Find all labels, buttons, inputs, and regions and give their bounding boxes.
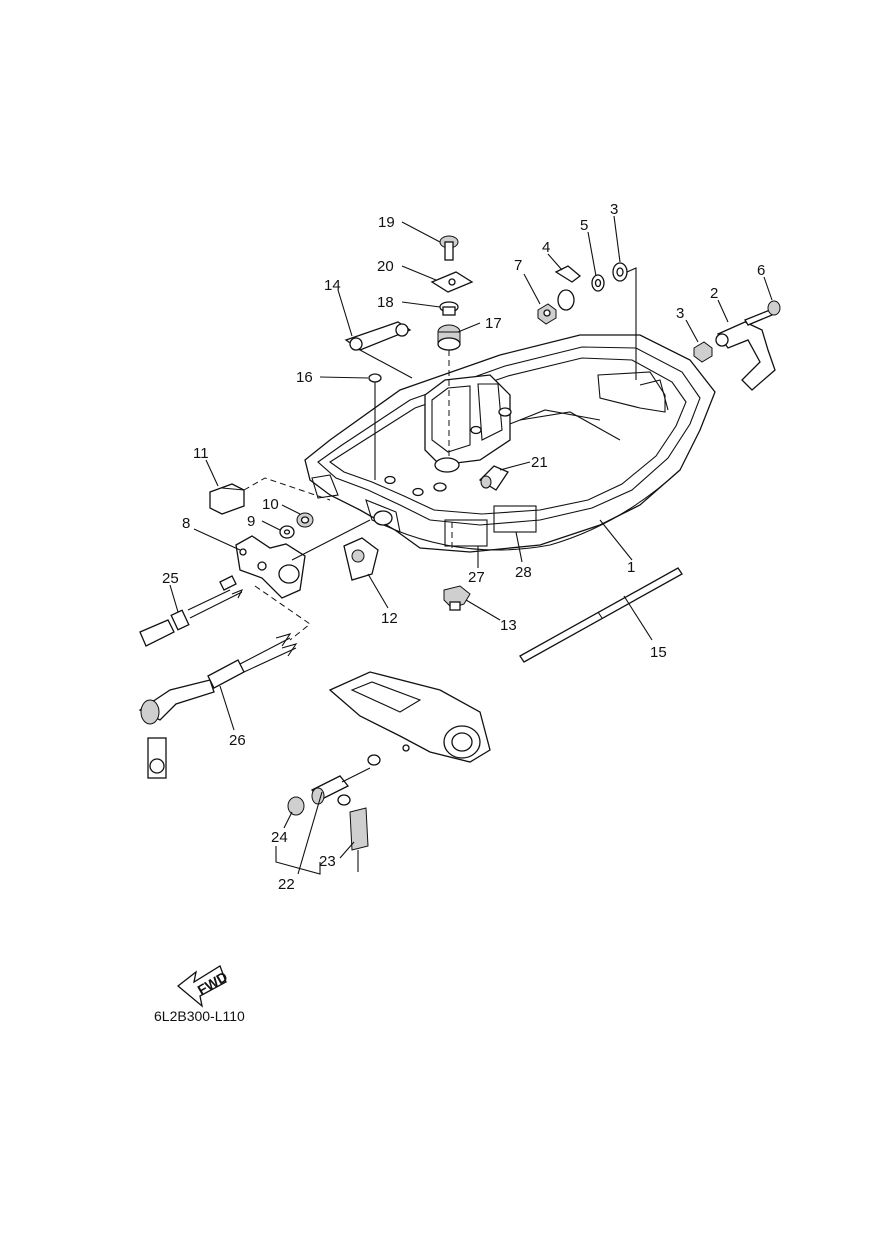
- callout-15: 15: [650, 644, 667, 661]
- washer-3-top: [612, 262, 637, 380]
- bracket-14: [344, 321, 413, 379]
- damper-4: [554, 265, 582, 311]
- leader-lines: [169, 215, 773, 875]
- bolt-19: [439, 235, 459, 261]
- callout-21: 21: [531, 454, 548, 471]
- callout-3a: 3: [610, 201, 618, 218]
- callout-27: 27: [468, 569, 485, 586]
- callout-28: 28: [515, 564, 532, 581]
- washer-9: [279, 525, 295, 539]
- callout-3b: 3: [676, 305, 684, 322]
- bottom-cowling: [304, 334, 716, 553]
- callout-7: 7: [514, 257, 522, 274]
- callout-10: 10: [262, 496, 279, 513]
- callout-14: 14: [324, 277, 341, 294]
- callout-23: 23: [319, 853, 336, 870]
- grommet-10: [296, 512, 314, 528]
- callout-labels: 1 2 3 3 4 5 6 7 8 9 10 11 12 13 14 15 16…: [162, 201, 765, 893]
- fwd-arrow-icon: FWD: [176, 965, 230, 1008]
- cable-26: [138, 585, 311, 779]
- plug-11: [209, 477, 331, 515]
- callout-17: 17: [485, 315, 502, 332]
- callout-16: 16: [296, 369, 313, 386]
- nut-7: [537, 303, 557, 325]
- grommet-13: [443, 585, 471, 611]
- drawing-code: 6L2B300-L110: [154, 1008, 245, 1024]
- callout-6: 6: [757, 262, 765, 279]
- handle-2: [715, 321, 776, 391]
- callout-8: 8: [182, 515, 190, 532]
- washer-5: [591, 274, 605, 292]
- plate-20: [430, 271, 474, 293]
- lower-casing: [328, 671, 491, 763]
- spring-23: [337, 794, 369, 872]
- callout-25: 25: [162, 570, 179, 587]
- callout-20: 20: [377, 258, 394, 275]
- nipple-21: [478, 465, 509, 491]
- callout-19: 19: [378, 214, 395, 231]
- screw-16: [368, 373, 382, 480]
- callout-9: 9: [247, 513, 255, 530]
- callout-26: 26: [229, 732, 246, 749]
- callout-24: 24: [271, 829, 288, 846]
- bolt-6: [744, 300, 781, 326]
- plate-8: [235, 519, 371, 599]
- callout-12: 12: [381, 610, 398, 627]
- collar-18: [439, 301, 459, 316]
- callout-22: 22: [278, 876, 295, 893]
- grommet-17: [437, 324, 461, 460]
- lead-wire-25: [139, 575, 244, 647]
- callout-11: 11: [193, 445, 209, 462]
- washer-3-right: [693, 341, 713, 363]
- callout-18: 18: [377, 294, 394, 311]
- callout-2: 2: [710, 285, 718, 302]
- callout-5: 5: [580, 217, 588, 234]
- grommet-12: [343, 537, 379, 581]
- cap-24: [287, 796, 305, 816]
- callout-13: 13: [500, 617, 517, 634]
- callout-4: 4: [542, 239, 550, 256]
- callout-1: 1: [627, 559, 635, 576]
